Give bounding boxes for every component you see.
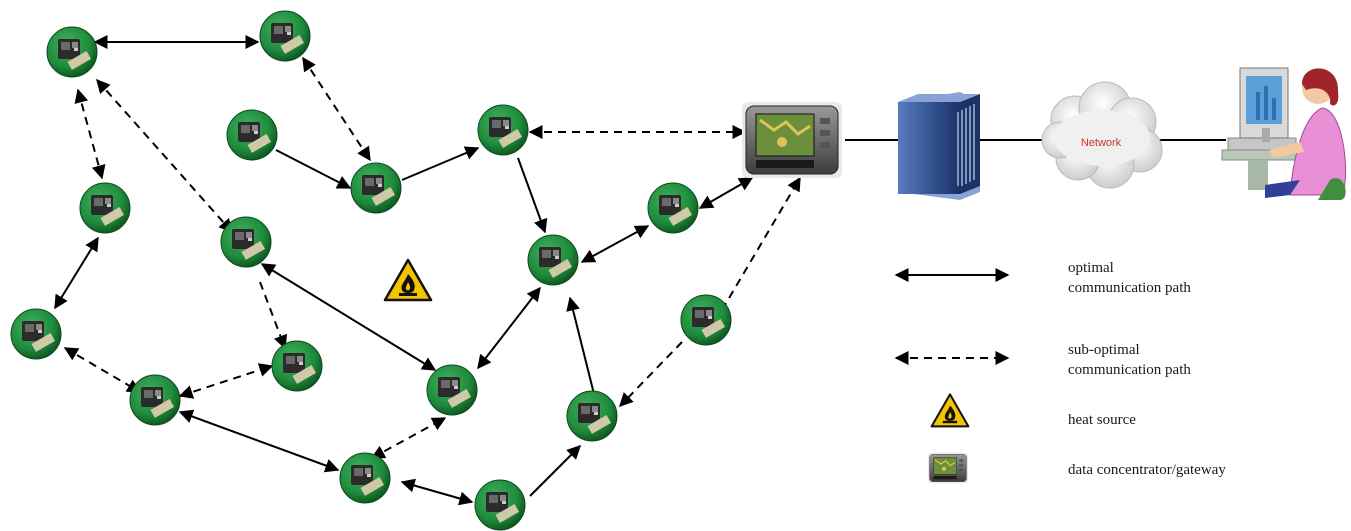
sensor-node xyxy=(566,390,618,442)
suboptimal-path xyxy=(302,56,371,162)
suboptimal-path xyxy=(178,363,274,399)
network-cloud: Network xyxy=(1041,81,1163,189)
suboptimal-path xyxy=(74,88,106,180)
gateway-icon xyxy=(740,100,844,180)
legend-heat-label: heat source xyxy=(1068,412,1136,428)
optimal-path xyxy=(400,478,474,506)
sensor-node xyxy=(46,26,98,78)
suboptimal-path xyxy=(619,341,683,408)
sensor-node xyxy=(259,10,311,62)
sensor-nodes xyxy=(10,10,732,531)
suboptimal-path xyxy=(96,78,233,234)
optimal-path xyxy=(178,409,340,473)
optimal-path xyxy=(566,296,595,395)
heat-source-icon xyxy=(383,258,433,302)
legend-gateway-icon xyxy=(927,452,969,484)
sensor-node xyxy=(474,479,526,531)
optimal-path xyxy=(54,236,99,310)
optimal-path xyxy=(529,445,581,497)
legend-suboptimal-label-2: communication path xyxy=(1068,362,1191,378)
suboptimal-path xyxy=(63,347,142,393)
server-icon xyxy=(898,92,980,200)
network-label: Network xyxy=(1081,137,1122,149)
sensor-node xyxy=(339,452,391,504)
optimal-path xyxy=(477,286,541,370)
sensor-node xyxy=(350,162,402,214)
sensor-node xyxy=(10,308,62,360)
sensor-node xyxy=(220,216,272,268)
sensor-node xyxy=(647,182,699,234)
legend-suboptimal-label-1: sub-optimal xyxy=(1068,342,1140,358)
optimal-links xyxy=(54,35,1226,506)
suboptimal-path xyxy=(259,281,288,350)
legend-optimal-label-2: communication path xyxy=(1068,280,1191,296)
optimal-path xyxy=(698,177,754,209)
sensor-node xyxy=(226,109,278,161)
optimal-path xyxy=(260,263,437,371)
suboptimal-path xyxy=(721,176,801,311)
legend-optimal-label-1: optimal xyxy=(1068,260,1114,276)
optimal-path xyxy=(517,157,548,234)
optimal-path xyxy=(401,146,480,181)
sensor-node xyxy=(271,340,323,392)
legend-heat-icon xyxy=(930,393,970,428)
sensor-node xyxy=(79,182,131,234)
sensor-node xyxy=(680,294,732,346)
suboptimal-links xyxy=(63,56,801,459)
legend-gateway-label: data concentrator/gateway xyxy=(1068,462,1226,478)
optimal-path xyxy=(580,225,650,263)
sensor-node xyxy=(527,234,579,286)
sensor-node xyxy=(477,104,529,156)
legend: optimal communication path sub-optimal c… xyxy=(894,260,1226,484)
suboptimal-path xyxy=(370,417,447,459)
optimal-path xyxy=(275,149,352,189)
sensor-node xyxy=(426,364,478,416)
sensor-node xyxy=(129,374,181,426)
user-computer-icon xyxy=(1221,67,1347,200)
